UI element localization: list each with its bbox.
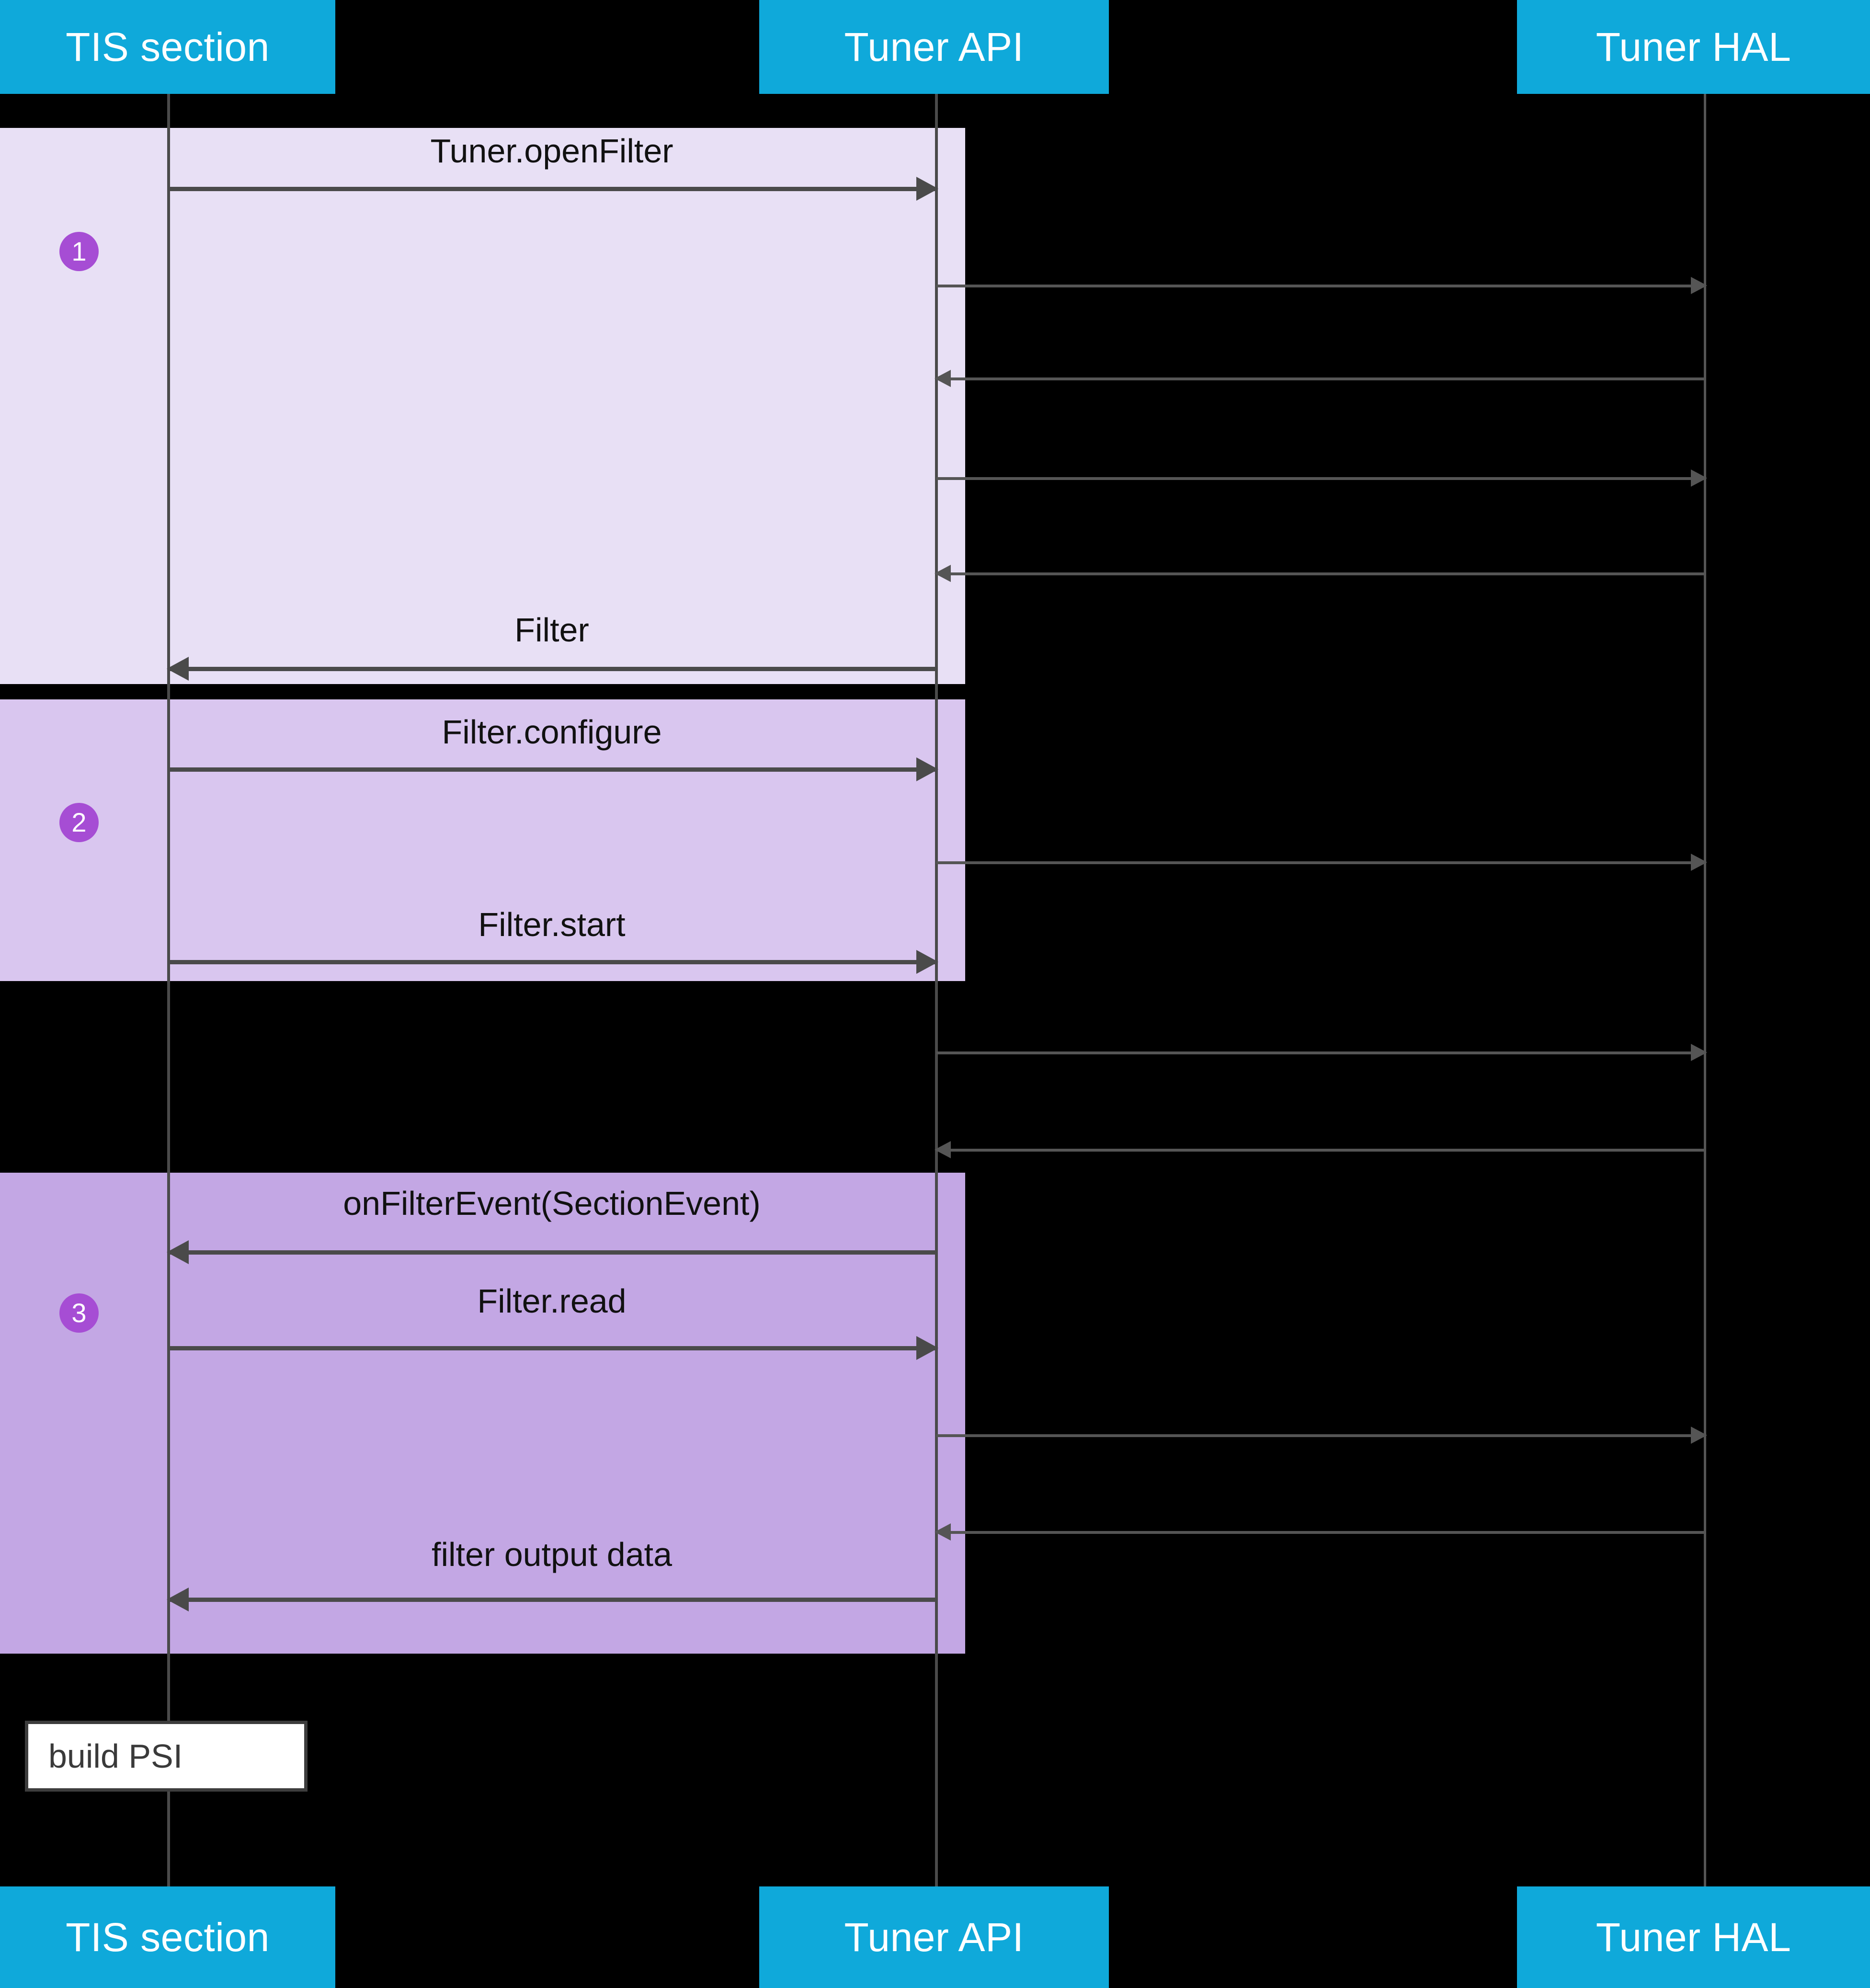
- participant-footer-tuner-api[interactable]: Tuner API: [759, 1886, 1109, 1988]
- message-label-filter-read: Filter.read: [477, 1282, 627, 1320]
- lifeline-tis-section: [167, 94, 170, 1887]
- arrowhead-left-icon: [935, 1141, 951, 1158]
- arrowhead-right-icon: [1691, 854, 1707, 871]
- message-label-onfilterevent: onFilterEvent(SectionEvent): [343, 1185, 761, 1222]
- arrow-shaft: [169, 1250, 936, 1255]
- arrowhead-right-icon: [1691, 469, 1707, 487]
- participant-header-tuner-api[interactable]: Tuner API: [759, 0, 1109, 94]
- arrowhead-left-icon: [167, 1588, 189, 1611]
- participant-header-tis-section-label: TIS section: [66, 24, 270, 69]
- participant-footer-tuner-hal-label: Tuner HAL: [1596, 1914, 1791, 1960]
- activation-bar-api-step-2: [936, 699, 965, 981]
- message-label-filter-output-data: filter output data: [432, 1536, 672, 1573]
- arrowhead-left-icon: [935, 565, 951, 582]
- participant-footer-tuner-api-label: Tuner API: [844, 1914, 1024, 1960]
- step-region-1: [0, 128, 965, 684]
- participant-footer-tuner-hal[interactable]: Tuner HAL: [1517, 1886, 1870, 1988]
- note-build-psi-label: build PSI: [48, 1737, 183, 1775]
- arrow-shaft: [936, 377, 1705, 380]
- lifeline-tuner-hal: [1704, 94, 1706, 1887]
- arrow-shaft: [936, 861, 1705, 864]
- arrowhead-left-icon: [935, 370, 951, 387]
- note-build-psi: build PSI: [25, 1721, 308, 1792]
- arrowhead-right-icon: [916, 950, 938, 974]
- message-label-filter-start: Filter.start: [478, 906, 626, 943]
- arrow-shaft: [169, 187, 936, 191]
- step-region-3: [0, 1173, 965, 1654]
- activation-bar-api-step-1: [936, 128, 965, 684]
- step-badge-2: 2: [59, 803, 99, 842]
- message-label-tuner-openfilter: Tuner.openFilter: [430, 132, 673, 170]
- step-badge-1-number: 1: [71, 236, 87, 266]
- arrow-shaft: [169, 767, 936, 772]
- arrow-shaft: [169, 667, 936, 671]
- arrowhead-right-icon: [916, 177, 938, 201]
- arrowhead-right-icon: [1691, 1427, 1707, 1444]
- arrow-shaft: [936, 1149, 1705, 1152]
- arrowhead-left-icon: [167, 657, 189, 681]
- activation-bar-api-step-3: [936, 1173, 965, 1654]
- step-badge-1: 1: [59, 232, 99, 271]
- step-region-2: [0, 699, 965, 981]
- message-label-filter-configure: Filter.configure: [442, 713, 662, 751]
- lifeline-tuner-api: [935, 94, 938, 1887]
- step-badge-3-number: 3: [71, 1298, 87, 1328]
- arrow-shaft: [936, 477, 1705, 480]
- participant-header-tuner-hal[interactable]: Tuner HAL: [1517, 0, 1870, 94]
- message-label-filter: Filter: [514, 611, 589, 649]
- arrowhead-right-icon: [1691, 1044, 1707, 1061]
- arrow-shaft: [169, 1598, 936, 1602]
- arrowhead-left-icon: [935, 1523, 951, 1541]
- arrow-shaft: [169, 1346, 936, 1350]
- step-badge-3: 3: [59, 1293, 99, 1333]
- participant-header-tuner-hal-label: Tuner HAL: [1596, 24, 1791, 69]
- participant-header-tuner-api-label: Tuner API: [844, 24, 1024, 69]
- arrow-shaft: [936, 1434, 1705, 1437]
- participant-header-tis-section[interactable]: TIS section: [0, 0, 335, 94]
- participant-footer-tis-section[interactable]: TIS section: [0, 1886, 335, 1988]
- arrow-shaft: [936, 285, 1705, 287]
- arrowhead-right-icon: [916, 1336, 938, 1360]
- arrowhead-right-icon: [916, 757, 938, 781]
- arrow-shaft: [169, 960, 936, 964]
- step-badge-2-number: 2: [71, 807, 87, 837]
- arrow-shaft: [936, 1051, 1705, 1054]
- arrow-shaft: [936, 1531, 1705, 1534]
- participant-footer-tis-section-label: TIS section: [66, 1914, 270, 1960]
- arrowhead-right-icon: [1691, 277, 1707, 294]
- arrow-shaft: [936, 572, 1705, 575]
- arrowhead-left-icon: [167, 1240, 189, 1264]
